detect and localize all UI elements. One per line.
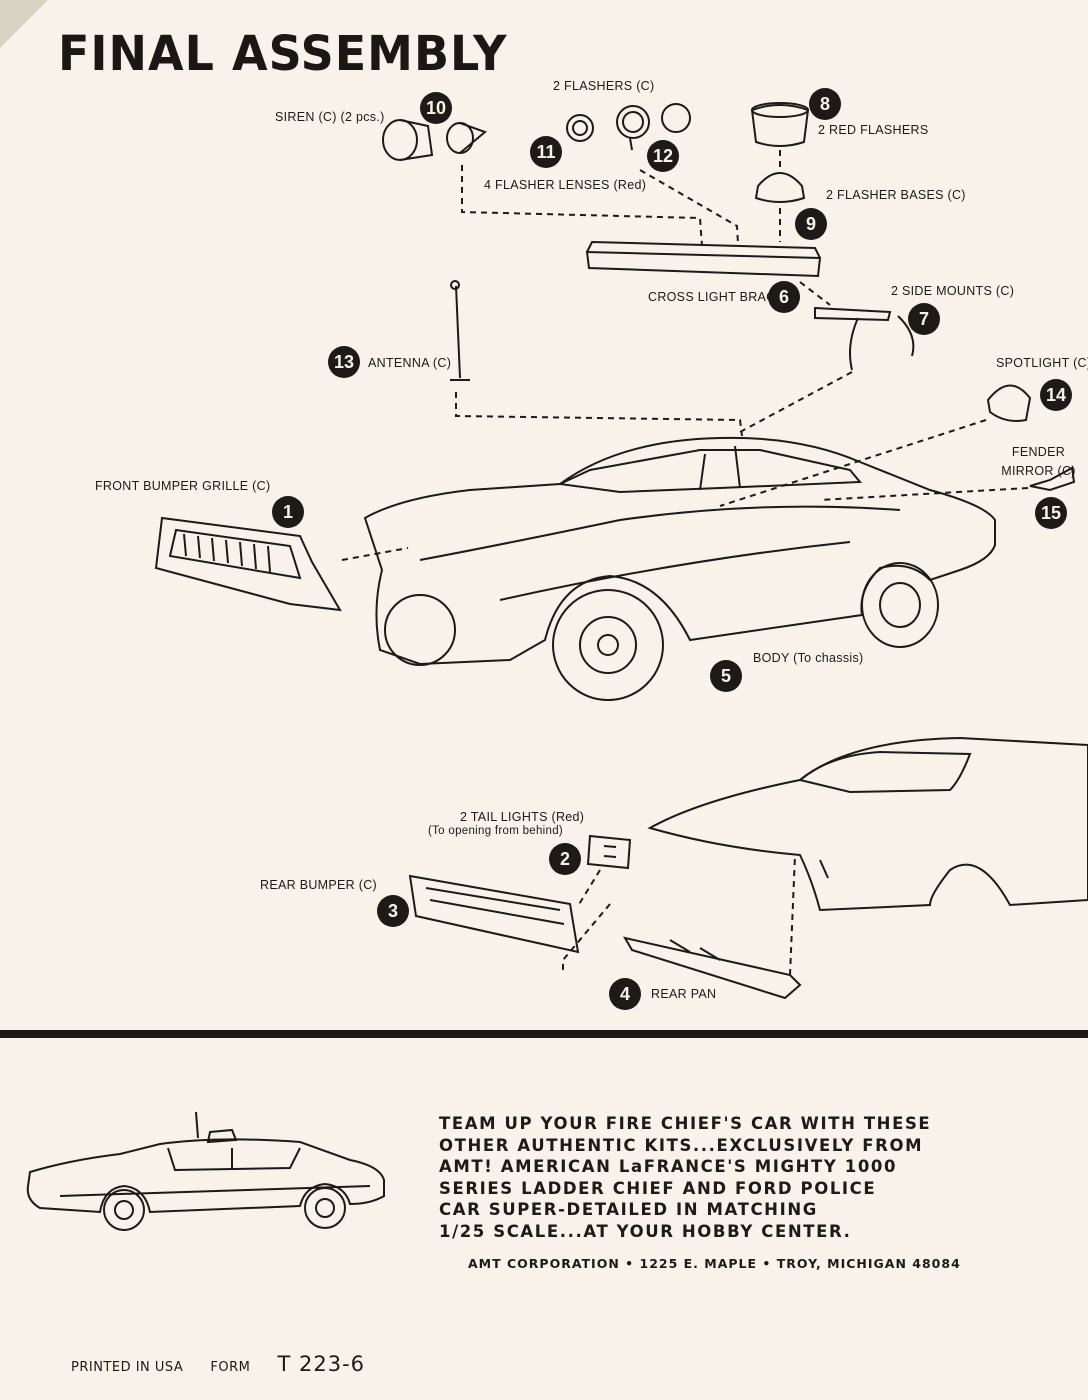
red-flasher-part bbox=[750, 102, 810, 147]
part-number-11: 11 bbox=[530, 136, 562, 168]
promo-line: AMT! AMERICAN LaFRANCE'S MIGHTY 1000 bbox=[439, 1157, 898, 1177]
antenna-label: ANTENNA (C) bbox=[368, 356, 452, 370]
cross-light-brace-part bbox=[585, 240, 822, 278]
assembly-diagram bbox=[154, 102, 1088, 1000]
siren-part bbox=[382, 119, 487, 161]
fender-mirror-label: FENDER MIRROR (C) bbox=[1001, 445, 1076, 478]
front-bumper-grille-label: FRONT BUMPER GRILLE (C) bbox=[95, 479, 271, 493]
company-address: AMT CORPORATION • 1225 E. MAPLE • TROY, … bbox=[468, 1256, 961, 1271]
tail-lights-note: (To opening from behind) bbox=[428, 825, 564, 837]
rear-bumper-label: REAR BUMPER (C) bbox=[260, 878, 378, 892]
tail-lights-part bbox=[586, 834, 632, 870]
promo-line: CAR SUPER-DETAILED IN MATCHING bbox=[439, 1200, 818, 1220]
form-number: T 223-6 bbox=[277, 1352, 366, 1376]
page-title: FINAL ASSEMBLY bbox=[58, 24, 508, 82]
side-mounts-part bbox=[814, 306, 915, 371]
spotlight-part bbox=[986, 384, 1032, 422]
printed-in-label: PRINTED IN USA bbox=[71, 1360, 184, 1375]
rear-bumper-part bbox=[408, 874, 580, 954]
part-number-9: 9 bbox=[795, 208, 827, 240]
promo-line: TEAM UP YOUR FIRE CHIEF'S CAR WITH THESE bbox=[439, 1114, 932, 1133]
flashers-label: 2 FLASHERS (C) bbox=[553, 79, 655, 93]
rear-body-part bbox=[647, 736, 1088, 912]
part-number-8: 8 bbox=[809, 88, 841, 120]
part-number-10: 10 bbox=[420, 92, 452, 124]
part-number-5: 5 bbox=[710, 660, 742, 692]
body-label: BODY (To chassis) bbox=[753, 651, 864, 665]
part-number-2: 2 bbox=[549, 843, 581, 875]
part-number-7: 7 bbox=[908, 303, 940, 335]
spotlight-label: SPOTLIGHT (C) bbox=[996, 356, 1088, 370]
part-number-3: 3 bbox=[377, 895, 409, 927]
part-number-1: 1 bbox=[272, 496, 304, 528]
fire-chief-car-illustration bbox=[26, 1111, 385, 1231]
car-body-part bbox=[363, 436, 996, 701]
part-number-4: 4 bbox=[609, 978, 641, 1010]
flasher-base-part bbox=[754, 172, 806, 203]
part-number-12: 12 bbox=[647, 140, 679, 172]
promo-line: 1/25 SCALE...AT YOUR HOBBY CENTER. bbox=[439, 1221, 852, 1241]
siren-label: SIREN (C) (2 pcs.) bbox=[275, 110, 385, 124]
red-flashers-label: 2 RED FLASHERS bbox=[818, 123, 929, 137]
flasher-lenses-label: 4 FLASHER LENSES (Red) bbox=[484, 178, 647, 192]
print-footer: PRINTED IN USA FORM T 223-6 bbox=[71, 1352, 365, 1376]
fender-mirror-part bbox=[1029, 466, 1076, 492]
side-mounts-label: 2 SIDE MOUNTS (C) bbox=[891, 284, 1015, 298]
part-number-6: 6 bbox=[768, 281, 800, 313]
promo-line: OTHER AUTHENTIC KITS...EXCLUSIVELY FROM bbox=[439, 1135, 924, 1155]
flasher-bases-label: 2 FLASHER BASES (C) bbox=[826, 188, 966, 202]
rear-pan-label: REAR PAN bbox=[651, 987, 717, 1001]
front-bumper-grille-part bbox=[154, 516, 342, 612]
promo-text: TEAM UP YOUR FIRE CHIEF'S CAR WITH THESE… bbox=[439, 1113, 959, 1243]
promo-line: SERIES LADDER CHIEF AND FORD POLICE bbox=[439, 1178, 877, 1198]
part-number-15: 15 bbox=[1035, 497, 1067, 529]
flasher-parts bbox=[566, 103, 691, 151]
section-divider bbox=[0, 1030, 1088, 1038]
rear-pan-part bbox=[622, 936, 802, 1000]
form-label: FORM bbox=[210, 1360, 251, 1375]
part-number-14: 14 bbox=[1040, 379, 1072, 411]
cross-light-brace-label: CROSS LIGHT BRACE bbox=[648, 290, 785, 304]
part-number-13: 13 bbox=[328, 346, 360, 378]
antenna-part bbox=[450, 285, 470, 381]
folded-corner bbox=[0, 0, 48, 48]
tail-lights-label: 2 TAIL LIGHTS (Red) bbox=[460, 810, 585, 824]
